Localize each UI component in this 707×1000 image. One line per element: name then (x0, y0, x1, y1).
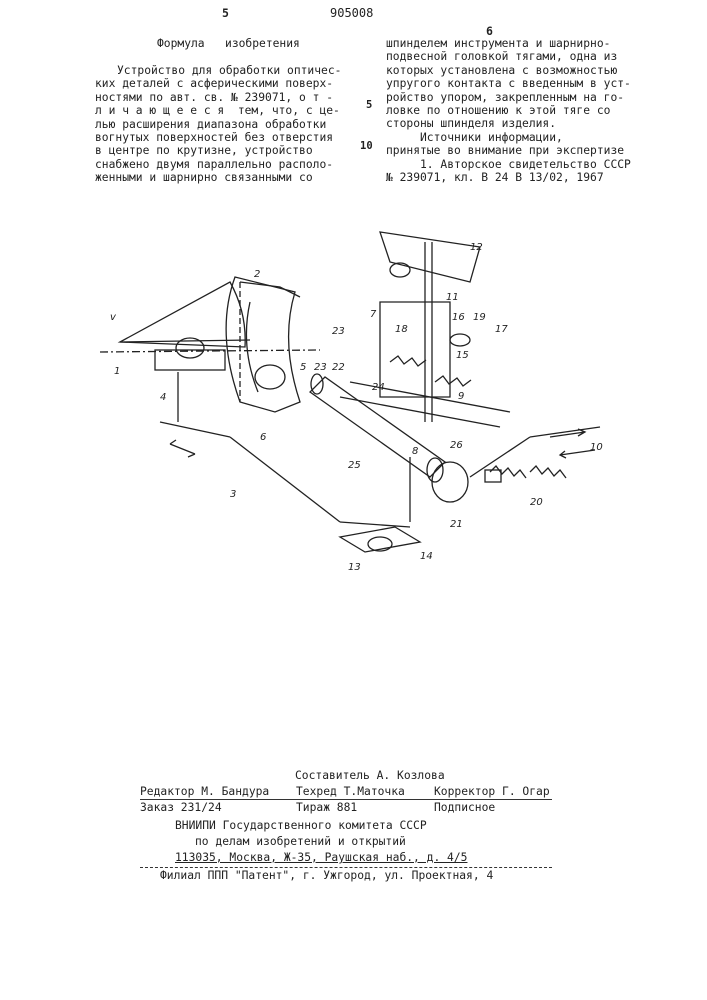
label-10: 10 (590, 442, 603, 453)
org-line-2: по делам изобретений и открытий (195, 834, 406, 850)
label-13: 13 (348, 562, 361, 573)
label-9: 9 (458, 391, 464, 402)
left-line: лью расширения диапазона обработки (95, 118, 341, 131)
label-25: 25 (348, 460, 361, 471)
branch: Филиал ППП "Патент", г. Ужгород, ул. Про… (160, 868, 493, 884)
imprint: Составитель А. Козлова (140, 768, 445, 784)
spring (390, 356, 426, 366)
label-3: 3 (230, 489, 236, 500)
right-line: Источники информации, (386, 131, 631, 144)
label-21: 21 (450, 519, 463, 530)
label-26: 26 (450, 440, 463, 451)
right-line: принятые во внимание при экспертизе (386, 144, 631, 157)
sector-base (120, 340, 250, 342)
left-column-text: Устройство для обработки оптичес- ких де… (95, 64, 341, 185)
label-2: 2 (254, 269, 260, 280)
left-line: Устройство для обработки оптичес- (95, 64, 341, 77)
slide-3 (160, 422, 230, 437)
subscription: Подписное (434, 800, 495, 816)
right-line: № 239071, кл. В 24 В 13/02, 1967 (386, 171, 631, 184)
label-24: 24 (372, 382, 385, 393)
left-line: ких деталей с асферическими поверх- (95, 77, 341, 90)
label-19: 19 (473, 312, 486, 323)
label-16: 16 (452, 312, 465, 323)
label-1: 1 (114, 366, 120, 377)
claims-title: Формула изобретения (157, 37, 300, 50)
imprint-row-1: Редактор М. Бандура (140, 784, 269, 800)
label-20: 20 (530, 497, 543, 508)
left-line: снабжено двумя параллельно располо- (95, 158, 341, 171)
page-number-left: 5 (222, 6, 229, 20)
label-23b: 23 (314, 362, 327, 373)
right-line: ловке по отношению к этой тяге со (386, 104, 631, 117)
line-number-10: 10 (360, 140, 373, 152)
org-line-1: ВНИИПИ Государственного комитета СССР (175, 818, 427, 834)
corrector: Корректор Г. Огар (434, 784, 550, 800)
right-line: шпинделем инструмента и шарнирно- (386, 37, 631, 50)
label-4: 4 (160, 392, 166, 403)
label-v: v (110, 312, 117, 323)
compiler: Составитель А. Козлова (140, 768, 445, 784)
label-5: 5 (300, 362, 306, 373)
label-6: 6 (260, 432, 266, 443)
guide-13 (340, 527, 420, 552)
left-line: в центре по крутизне, устройство (95, 144, 341, 157)
editor: Редактор М. Бандура (140, 784, 269, 800)
label-22: 22 (332, 362, 345, 373)
right-line: упругого контакта с введенным в уст- (386, 77, 631, 90)
address: 113035, Москва, Ж-35, Раушская наб., д. … (175, 850, 467, 866)
base-block (155, 350, 225, 370)
line-number-5: 5 (366, 99, 372, 111)
label-7: 7 (370, 309, 377, 320)
label-17: 17 (495, 324, 508, 335)
plate-12 (380, 232, 480, 282)
double-arrow (170, 440, 195, 457)
disc-17 (450, 334, 470, 346)
left-line: л и ч а ю щ е е с я тем, что, с це- (95, 104, 341, 117)
page-number-right: 6 (486, 24, 493, 38)
tool-head (255, 365, 285, 389)
label-11: 11 (446, 292, 459, 303)
right-line: подвесной головкой тягами, одна из (386, 50, 631, 63)
right-line: стороны шпинделя изделия. (386, 117, 631, 130)
order: Заказ 231/24 (140, 800, 222, 816)
label-23a: 23 (332, 326, 345, 337)
label-15: 15 (456, 350, 469, 361)
right-column-text: шпинделем инструмента и шарнирно- подвес… (386, 37, 631, 184)
spring-20 (530, 466, 566, 478)
right-line: 1. Авторское свидетельство СССР (386, 158, 631, 171)
patent-drawing: 1 2 3 4 5 6 7 8 9 10 11 12 13 14 15 16 1… (90, 222, 610, 582)
frame-7 (380, 302, 450, 397)
label-8: 8 (412, 446, 418, 457)
patent-number: 905008 (330, 6, 373, 20)
circulation: Тираж 881 (296, 800, 357, 816)
techred: Техред Т.Маточка (296, 784, 405, 800)
left-line: женными и шарнирно связанными со (95, 171, 341, 184)
label-18: 18 (395, 324, 408, 335)
label-14: 14 (420, 551, 433, 562)
label-12: 12 (470, 242, 483, 253)
right-line: которых установлена с возможностью (386, 64, 631, 77)
right-line: ройство упором, закрепленным на го- (386, 91, 631, 104)
left-line: вогнутых поверхностей без отверстия (95, 131, 341, 144)
left-line: ностями по авт. св. № 239071, о т - (95, 91, 341, 104)
